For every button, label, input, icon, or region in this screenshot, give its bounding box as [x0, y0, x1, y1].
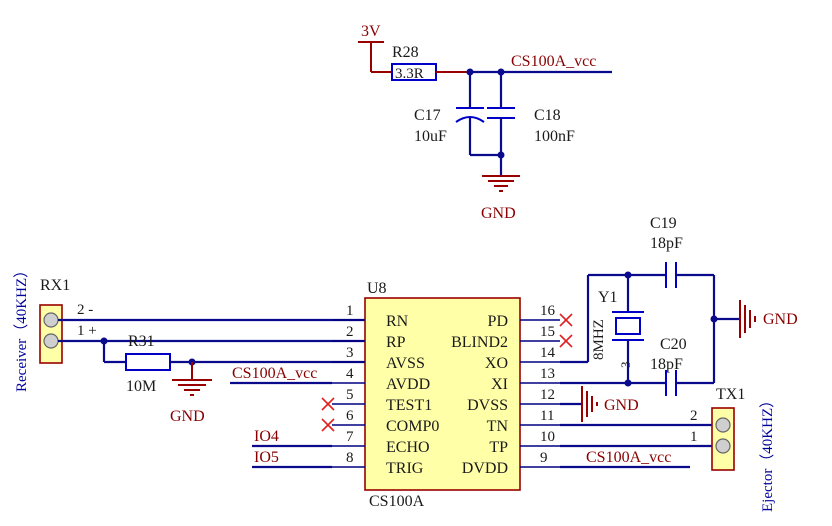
no-connect-pin6: [321, 418, 335, 432]
y1-value: 8MHZ: [591, 319, 607, 360]
u8-pin-3-name: AVSS: [386, 355, 425, 372]
r31-value: 10M: [126, 378, 156, 395]
u8-body: [364, 297, 521, 491]
u8-pin-4-num: 4: [346, 366, 354, 382]
rx1-pin2-label: 2 -: [77, 302, 93, 318]
no-connect-pin5: [321, 397, 335, 411]
u8-pin-16-name: PD: [488, 313, 508, 330]
rx1-pin1-pad: [43, 333, 59, 349]
u8-pin-5-name: TEST1: [386, 397, 432, 414]
c18-ref: C18: [534, 107, 561, 124]
rx1-desc: Receiver（40KHZ）: [13, 263, 30, 392]
gnd-label-dvss: GND: [604, 397, 639, 414]
vcc-label-avdd: CS100A_vcc: [232, 365, 317, 382]
r31-ref: R31: [128, 333, 155, 350]
gnd-label-crystal: GND: [763, 311, 798, 328]
left-nets: CS100A_vcc IO4 IO5: [230, 365, 335, 469]
c20-value: 18pF: [650, 356, 683, 373]
c19-value: 18pF: [650, 235, 683, 252]
tx1-pin1-label: 1: [690, 429, 698, 445]
r28-value: 3.3R: [395, 66, 424, 82]
u8-pin-12-name: DVSS: [467, 397, 508, 414]
vcc-label-top: CS100A_vcc: [511, 53, 596, 70]
u8-part: CS100A: [369, 493, 425, 510]
c18-value: 100nF: [534, 128, 575, 145]
u8-pin-1-num: 1: [346, 303, 354, 319]
u8-pin-9-num: 9: [540, 450, 548, 466]
u8-pin-2-num: 2: [346, 324, 354, 340]
io5-label: IO5: [254, 449, 279, 466]
u8-pin-2-name: RP: [386, 334, 406, 351]
u8-pin-11-num: 11: [540, 408, 554, 424]
u8-chip: U8 CS100A 1 RN 2 RP 3: [332, 280, 560, 510]
crystal-section: Y1 8MHZ 3 C19 18pF C20 18pF GND: [591, 215, 798, 396]
u8-pin-12-num: 12: [540, 387, 555, 403]
u8-pin-6-num: 6: [346, 408, 354, 424]
power-filter-section: 3V R28 3.3R CS100A_vcc C17 10uF C18 100n…: [358, 23, 612, 222]
tx1-pin2-pad: [715, 417, 731, 433]
rx1-ref: RX1: [40, 277, 70, 294]
u8-pin-14-name: XO: [485, 355, 508, 372]
r31-body: [125, 353, 171, 371]
u8-pin-6-name: COMP0: [386, 418, 439, 435]
u8-pin-8-num: 8: [346, 450, 354, 466]
tx1-ref: TX1: [716, 386, 745, 403]
u8-pin-4-name: AVDD: [386, 376, 430, 393]
tx1-ejector: TX1 2 1 Ejector（40KHZ）: [690, 386, 776, 512]
u8-pin-10-name: TP: [489, 439, 508, 456]
u8-pin-13-name: XI: [491, 376, 508, 393]
u8-pin-15-num: 15: [540, 324, 555, 340]
u8-pin-10-num: 10: [540, 429, 555, 445]
y1-ref: Y1: [598, 289, 618, 306]
c17-ref: C17: [414, 107, 441, 124]
r28-ref: R28: [392, 44, 419, 61]
u8-ref: U8: [367, 280, 387, 297]
u8-pin-1-name: RN: [386, 313, 409, 330]
u8-pin-11-name: TN: [487, 418, 509, 435]
u8-pin-13-num: 13: [540, 366, 555, 382]
gnd-label-top: GND: [481, 205, 516, 222]
tx1-pin2-label: 2: [690, 408, 698, 424]
gnd-label-avss: GND: [170, 408, 205, 425]
u8-pin-7-name: ECHO: [386, 439, 430, 456]
u8-pin-16-num: 16: [540, 303, 556, 319]
c17-plate-bottom: [455, 116, 485, 123]
u8-pin-9-name: DVDD: [462, 460, 508, 477]
u8-pin-14-num: 14: [540, 345, 556, 361]
u8-pin-3-num: 3: [346, 345, 354, 361]
right-nets: GND CS100A_vcc: [559, 273, 712, 469]
u8-pin-7-num: 7: [346, 429, 354, 445]
y1-body: [615, 317, 641, 335]
rx1-pin2-pad: [43, 312, 59, 328]
u8-pin-5-num: 5: [346, 387, 354, 403]
io4-label: IO4: [254, 428, 279, 445]
u8-left-pin-stubs: [332, 319, 365, 468]
c20-ref: C20: [660, 336, 687, 353]
u8-right-pin-stubs: [520, 319, 560, 468]
c17-value: 10uF: [414, 128, 447, 145]
vcc-label-dvdd: CS100A_vcc: [586, 449, 671, 466]
c19-ref: C19: [650, 215, 677, 232]
power-3v-label: 3V: [361, 23, 381, 40]
u8-pin-15-name: BLIND2: [451, 334, 508, 351]
no-connect-pin16: [559, 313, 573, 327]
y1-pin3-label: 3: [618, 362, 633, 369]
tx1-desc: Ejector（40KHZ）: [759, 393, 776, 512]
tx1-pin1-pad: [715, 438, 731, 454]
rx1-pin1-label: 1 +: [77, 323, 97, 339]
no-connect-pin15: [559, 334, 573, 348]
rx1-receiver: Receiver（40KHZ） RX1 2 - 1 +: [13, 263, 365, 392]
junction-cap-gnd: [497, 151, 505, 159]
u8-pin-8-name: TRIG: [386, 460, 424, 477]
